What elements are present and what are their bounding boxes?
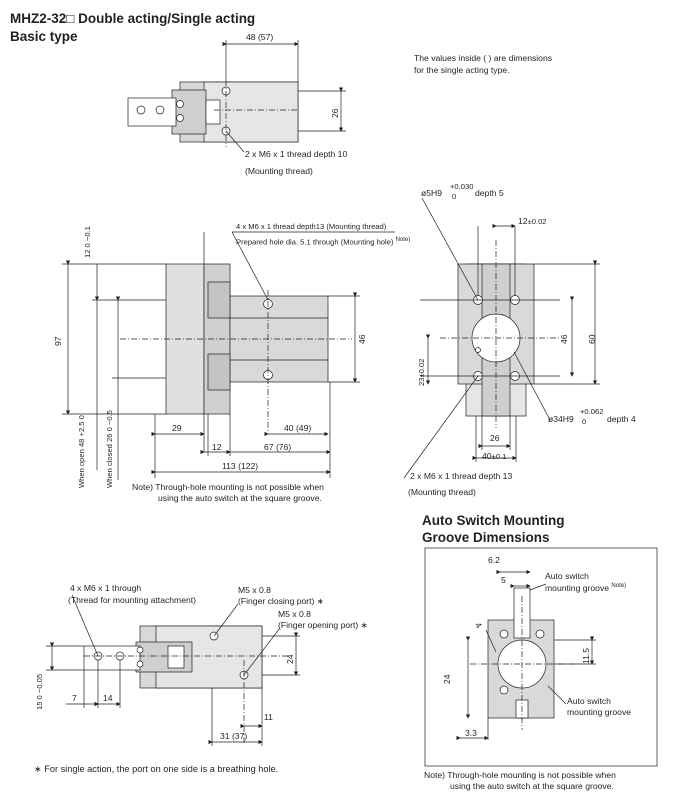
groove-title: Auto Switch Mounting [422, 513, 565, 528]
front-dim-46: 46 [357, 334, 367, 344]
values-note: The values inside ( ) are dimensions [414, 53, 553, 63]
side-view-drawing [403, 197, 600, 479]
bottom-thread-label: 4 x M6 x 1 through [70, 583, 142, 593]
side-dim-26: 26 [490, 433, 500, 443]
top-dim-width: 48 (57) [246, 32, 274, 42]
port-open-sub: (Finger opening port) ∗ [278, 620, 368, 630]
groove-dim-3-3: 3.3 [465, 728, 477, 738]
groove-dim-6-2: 6.2 [488, 555, 500, 565]
top-thread-sub: (Mounting thread) [245, 166, 313, 176]
front-view-drawing [62, 231, 395, 480]
bottom-dim-31: 31 (37) [220, 731, 248, 741]
front-dim-12: 12 [212, 442, 222, 452]
groove-note-label-2: mounting groove Note) [545, 582, 627, 593]
through-hole-note-left: Note) Through-hole mounting is not possi… [132, 482, 324, 492]
front-dim-12-tol: 12 0 −0.1 [83, 226, 92, 258]
front-dim-97: 97 [53, 336, 63, 346]
groove-dim-11-5: 11.5 [581, 647, 591, 664]
front-dim-67: 67 (76) [264, 442, 292, 452]
page-subtitle: Basic type [10, 29, 78, 44]
side-dia34-tol-lower: 0 [582, 417, 587, 426]
side-dim-23: 23±0.02 [417, 358, 426, 386]
through-hole-note-right-2: using the auto switch at the square groo… [450, 781, 614, 791]
top-thread-label: 2 x M6 x 1 thread depth 10 [245, 149, 348, 159]
groove-note-label: Auto switch [545, 571, 589, 581]
port-close: M5 x 0.8 [238, 585, 271, 595]
front-dim-29: 29 [172, 423, 182, 433]
bottom-dim-15: 15 0 −0.05 [35, 673, 44, 710]
values-note-2: for the single acting type. [414, 65, 510, 75]
bottom-view-drawing [46, 594, 300, 746]
bottom-dim-24: 24 [285, 654, 295, 664]
front-thread-label: 4 x M6 x 1 thread depth13 (Mounting thre… [236, 222, 387, 231]
page-title: MHZ2-32□ Double acting/Single acting [10, 11, 256, 26]
bottom-dim-7: 7 [72, 693, 77, 703]
groove-label: Auto switch [567, 696, 611, 706]
groove-title-2: Groove Dimensions [422, 530, 550, 545]
through-hole-note-left-2: using the auto switch at the square groo… [158, 493, 322, 503]
side-dia34: ø34H9 [548, 414, 574, 424]
port-open: M5 x 0.8 [278, 609, 311, 619]
groove-dim-5: 5 [501, 575, 506, 585]
side-dia5-tol-upper: +0.030 [450, 182, 474, 191]
side-dia34-depth: depth 4 [607, 414, 636, 424]
side-dim-12: 12±0.02 [518, 216, 547, 226]
front-dim-40: 40 (49) [284, 423, 312, 433]
front-dim-open: When open 48 +2.5 0 [77, 415, 86, 488]
side-dim-46: 46 [559, 334, 569, 344]
groove-drawing [424, 547, 658, 767]
front-dim-closed: When closed 26 0 −0.5 [105, 410, 114, 488]
bottom-dim-14: 14 [103, 693, 113, 703]
through-hole-note-right: Note) Through-hole mounting is not possi… [424, 770, 616, 780]
side-dia5-depth: depth 5 [475, 188, 504, 198]
side-dim-40: 40±0.1 [482, 451, 507, 461]
top-view-drawing [127, 40, 346, 153]
single-action-note: ∗ For single action, the port on one sid… [34, 764, 279, 774]
side-thread-sub: (Mounting thread) [408, 487, 476, 497]
groove-dim-24: 24 [442, 674, 452, 684]
bottom-thread-sub: (Thread for mounting attachment) [68, 595, 197, 605]
top-dim-height: 26 [330, 108, 340, 118]
port-close-sub: (Finger closing port) ∗ [238, 596, 325, 606]
side-dim-60: 60 [587, 334, 597, 344]
groove-label-2: mounting groove [567, 707, 632, 717]
front-dim-113: 113 (122) [222, 461, 259, 471]
bottom-dim-11: 11 [264, 712, 273, 722]
side-thread-label: 2 x M6 x 1 thread depth 13 [410, 471, 513, 481]
side-dia5: ø5H9 [421, 188, 443, 198]
front-hole-label: Prepared hole dia. 5.1 through (Mounting… [236, 237, 411, 247]
side-dia34-tol-upper: +0.062 [580, 407, 604, 416]
side-dia5-tol-lower: 0 [452, 192, 457, 201]
